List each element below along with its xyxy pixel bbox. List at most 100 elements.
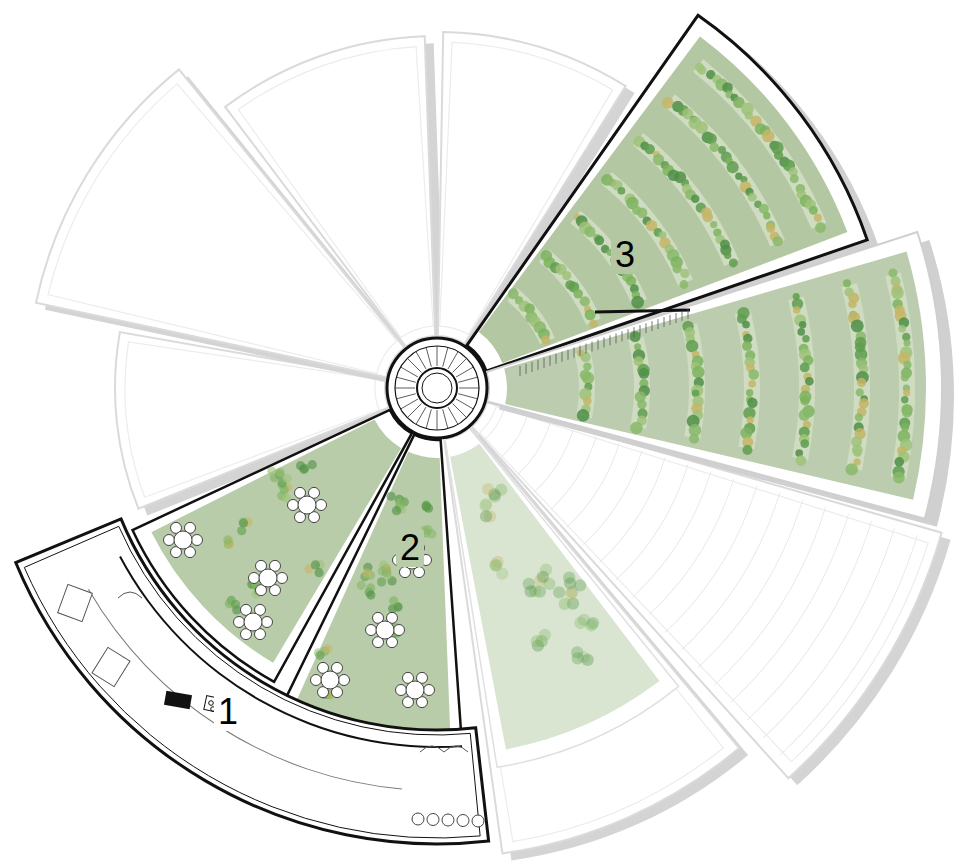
plant [691,384,703,396]
plant [805,377,814,386]
door-swing [118,592,468,752]
step-line [714,507,826,686]
stair-tread [458,377,477,382]
stair-tread [568,350,569,360]
plant [894,457,904,467]
plant-bed [842,283,870,470]
stair-tread [416,352,426,369]
stair-tread [396,377,415,382]
plant [762,130,775,143]
plant [790,174,799,183]
shrub [496,567,508,579]
plant [589,320,597,328]
shrub [315,651,324,660]
stair-tread [526,364,527,374]
plant [747,416,754,423]
stair-tread [407,358,421,372]
plant [618,187,626,195]
callout-number: 2 [396,529,424,567]
plant [689,434,699,444]
step-line [599,458,665,563]
step-line [550,437,596,510]
stair-tread [586,344,587,354]
building-band [16,519,489,844]
plant [583,397,592,406]
step-line [747,521,872,721]
shrub [366,590,375,599]
table-set [249,560,288,595]
plan-sectors [16,15,954,860]
stair-tread [538,360,539,370]
counter-line [88,589,402,789]
sector-outline [445,428,679,767]
plant [800,363,810,373]
plant-bed [665,94,785,246]
plant [573,289,583,299]
plant [766,224,775,233]
shrub [392,506,401,515]
table-set [164,522,203,557]
stair-tread [544,358,545,368]
callout-number: 3 [611,236,639,274]
stair-tread [664,317,665,327]
step-line [779,535,917,756]
stool [427,814,439,826]
sector-shadow [498,240,954,527]
plant [800,396,810,406]
stair-tread [622,331,623,341]
burner [209,701,214,706]
table-set [234,604,273,639]
stair-tread [407,404,421,418]
plant [631,296,644,309]
step-line [665,486,757,633]
building-inner-wall [24,526,480,838]
chair [249,573,260,584]
plant-bed [539,250,601,325]
plant [901,396,908,403]
table [174,531,192,549]
plant-bed [682,323,705,439]
shrub [480,510,492,522]
plant [845,463,857,475]
plant-bed [693,59,826,229]
plant [800,439,809,448]
stair-tread [550,356,551,366]
plant [637,400,647,410]
sofa [58,584,93,621]
plant [630,331,641,342]
plant [585,309,596,320]
plant-bed [885,272,915,479]
stair-tread [443,409,448,428]
plant [814,214,822,222]
chair [277,573,288,584]
shrub [585,619,597,631]
sofa [92,647,130,686]
plant [809,206,818,215]
stair-tread [598,339,599,349]
plant-bed [575,350,595,418]
stair-tread [670,315,671,325]
plant [702,212,713,223]
table-set [311,662,350,697]
stair-tread [426,347,431,366]
plant [748,380,756,388]
planting-ground [450,444,659,750]
sink [164,691,192,709]
plant [583,362,591,370]
stair-tread [652,321,653,331]
corridor-wall [119,556,462,748]
stair-tread [459,388,479,389]
stair-tread [448,352,458,369]
plant [746,389,753,396]
stair-tread [401,399,418,409]
stair-tread [437,410,438,430]
table-set [396,672,435,707]
sector-outline [444,428,739,854]
plant-bed [507,289,554,345]
core-wall [387,338,487,438]
plant [680,269,689,278]
step-line [583,451,642,546]
wall-line [595,310,690,312]
stool [457,815,469,827]
